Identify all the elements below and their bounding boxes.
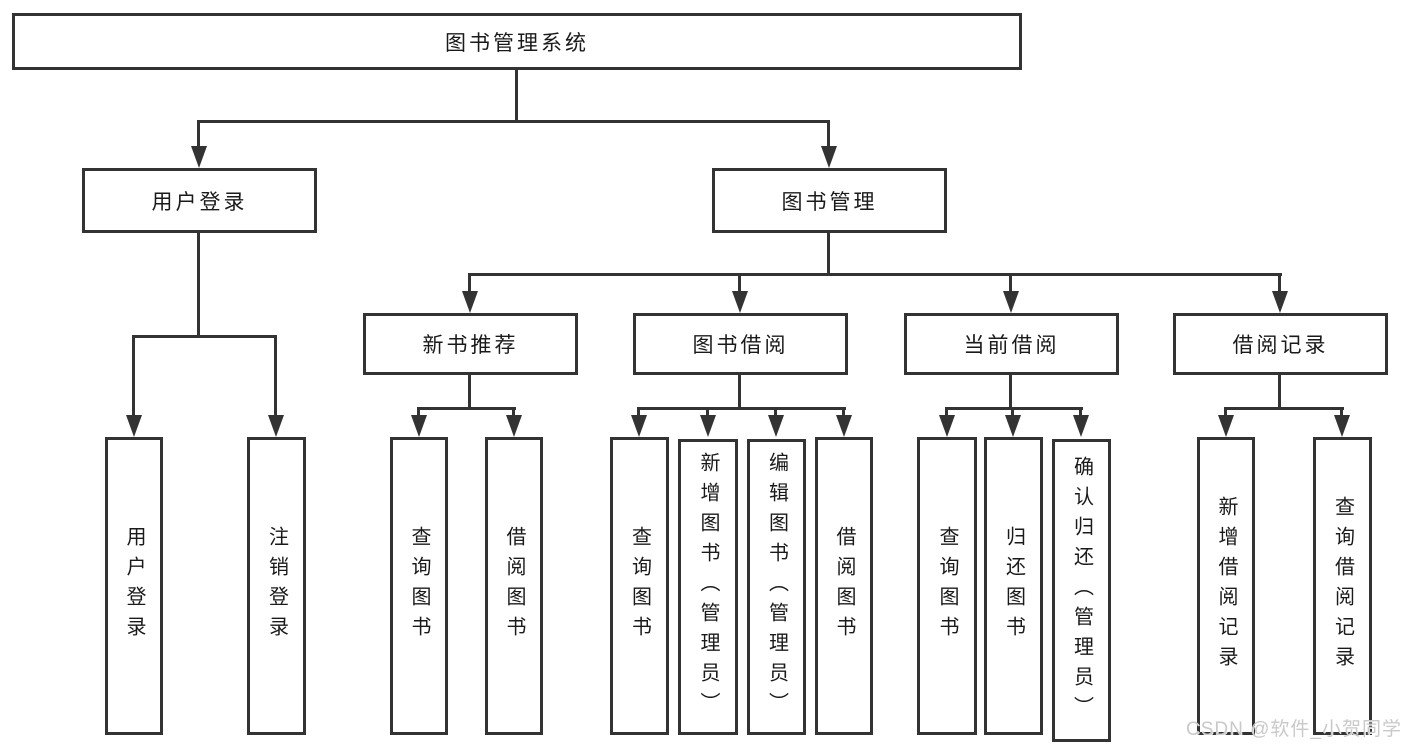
arrow-down-icon — [411, 415, 427, 437]
leaf-label: 查询图书 — [936, 526, 958, 646]
leaf-label: 注销登录 — [265, 526, 288, 646]
connector-line — [827, 233, 830, 275]
leaf-label: 用户登录 — [123, 526, 145, 646]
leaf-label: 查询借阅记录 — [1331, 496, 1354, 676]
arrow-down-icon — [506, 415, 522, 437]
arrow-down-icon — [700, 415, 716, 437]
leaf-label: 确认归还（管理员） — [1070, 455, 1093, 726]
leaf-query-books-borrow: 查询图书 — [610, 437, 669, 735]
arrow-down-icon — [191, 146, 207, 168]
connector-line — [945, 407, 948, 419]
connector-line — [945, 407, 1083, 410]
connector-line — [417, 407, 516, 410]
connector-line — [1224, 407, 1344, 410]
csdn-watermark: CSDN @软件_小贺同学 — [1186, 719, 1402, 740]
leaf-label: 借阅图书 — [833, 526, 855, 646]
leaf-label: 查询图书 — [628, 526, 651, 646]
connector-line — [1009, 375, 1012, 409]
node-current-borrowing: 当前借阅 — [904, 313, 1119, 375]
connector-line — [637, 407, 640, 419]
leaf-label: 归还图书 — [1002, 526, 1025, 646]
connector-line — [774, 407, 777, 419]
connector-line — [197, 233, 200, 337]
connector-line — [515, 68, 518, 122]
leaf-user-login: 用户登录 — [105, 437, 163, 735]
leaf-borrow-books-rec: 借阅图书 — [485, 437, 543, 735]
arrow-down-icon — [1218, 415, 1234, 437]
leaf-label: 编辑图书（管理员） — [765, 452, 788, 722]
arrow-down-icon — [1334, 415, 1350, 437]
arrow-down-icon — [939, 415, 955, 437]
node-book-management: 图书管理 — [712, 168, 947, 233]
arrow-down-icon — [821, 146, 837, 168]
arrow-down-icon — [768, 415, 784, 437]
arrow-down-icon — [1003, 291, 1019, 313]
connector-line — [197, 120, 830, 123]
connector-line — [738, 375, 741, 409]
connector-line — [1009, 273, 1012, 295]
leaf-add-borrow-record: 新增借阅记录 — [1197, 437, 1255, 735]
leaf-return-books: 归还图书 — [984, 437, 1043, 735]
leaf-borrow-books: 借阅图书 — [815, 437, 873, 735]
leaf-add-books-admin: 新增图书（管理员） — [678, 439, 738, 735]
leaf-label: 新增借阅记录 — [1215, 496, 1237, 676]
connector-line — [274, 335, 277, 419]
connector-line — [468, 375, 471, 409]
connector-line — [1278, 273, 1281, 295]
connector-line — [468, 273, 471, 295]
connector-line — [637, 407, 846, 410]
node-book-borrowing: 图书借阅 — [633, 313, 848, 375]
arrow-down-icon — [462, 291, 478, 313]
arrow-down-icon — [1073, 415, 1089, 437]
node-user-login: 用户登录 — [82, 168, 317, 233]
connector-line — [1224, 407, 1227, 419]
connector-line — [417, 407, 420, 419]
leaf-logout: 注销登录 — [247, 437, 306, 735]
leaf-confirm-return-admin: 确认归还（管理员） — [1052, 439, 1111, 742]
connector-line — [132, 335, 277, 338]
connector-line — [1011, 407, 1014, 419]
connector-line — [512, 407, 515, 419]
connector-line — [468, 273, 1282, 276]
leaf-label: 借阅图书 — [503, 526, 525, 646]
connector-line — [706, 407, 709, 419]
connector-line — [1278, 375, 1281, 409]
arrow-down-icon — [631, 415, 647, 437]
arrow-down-icon — [1272, 291, 1288, 313]
leaf-label: 新增图书（管理员） — [697, 452, 719, 722]
arrow-down-icon — [836, 415, 852, 437]
arrow-down-icon — [732, 291, 748, 313]
leaf-edit-books-admin: 编辑图书（管理员） — [747, 439, 806, 735]
connector-line — [197, 120, 200, 150]
connector-line — [1340, 407, 1343, 419]
connector-line — [827, 120, 830, 150]
connector-line — [842, 407, 845, 419]
leaf-query-books-current: 查询图书 — [917, 437, 977, 735]
connector-line — [132, 335, 135, 419]
arrow-down-icon — [1005, 415, 1021, 437]
connector-line — [1079, 407, 1082, 419]
node-root: 图书管理系统 — [12, 13, 1022, 70]
node-borrow-records: 借阅记录 — [1173, 313, 1388, 375]
arrow-down-icon — [268, 415, 284, 437]
node-new-book-recommendation: 新书推荐 — [363, 313, 578, 375]
leaf-query-borrow-record: 查询借阅记录 — [1313, 437, 1372, 735]
leaf-query-books-rec: 查询图书 — [390, 437, 448, 735]
connector-line — [738, 273, 741, 295]
leaf-label: 查询图书 — [408, 526, 430, 646]
arrow-down-icon — [126, 415, 142, 437]
